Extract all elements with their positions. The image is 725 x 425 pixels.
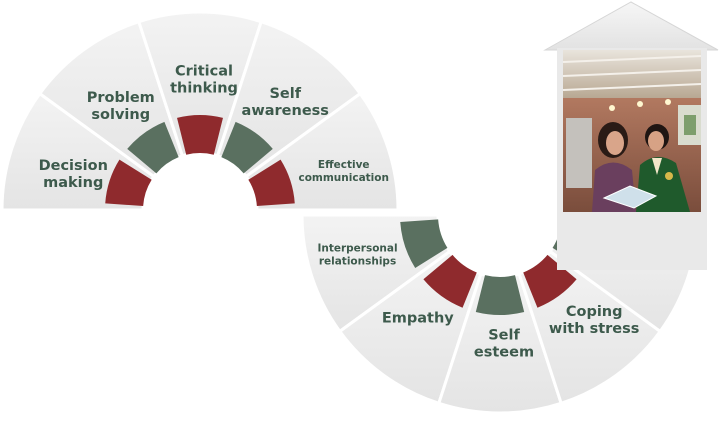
label-line: esteem <box>474 345 534 361</box>
label-line: communication <box>298 172 389 184</box>
label-line: Coping <box>566 304 623 320</box>
segment-accent-red <box>523 254 577 308</box>
label-line: Critical <box>175 64 233 80</box>
label-line: thinking <box>170 81 238 97</box>
label-line: Self <box>269 86 301 102</box>
label-line: Interpersonal <box>317 243 397 255</box>
label-line: relationships <box>319 256 396 268</box>
segment-panel <box>436 272 564 415</box>
label-empathy: Empathy <box>382 311 454 327</box>
label-line: Effective <box>318 159 370 171</box>
segment-accent-green <box>475 275 525 316</box>
label-line: Self <box>488 328 520 344</box>
lower-segment-empathy: Empathy <box>337 249 483 406</box>
segment-accent-red <box>105 159 152 207</box>
label-line: Problem <box>87 90 155 106</box>
segment-accent-green <box>400 219 448 268</box>
label-line: Empathy <box>382 311 454 327</box>
segment-accent-red <box>248 159 295 207</box>
segment-accent-red <box>177 115 223 155</box>
label-line: with stress <box>549 321 639 337</box>
roof-shape <box>543 1 719 51</box>
segment-accent-red <box>423 254 477 308</box>
photo-frame <box>543 1 719 270</box>
label-line: making <box>43 175 103 191</box>
segment-panel <box>136 10 264 158</box>
label-line: awareness <box>242 103 329 119</box>
label-line: solving <box>91 107 150 123</box>
teacher-student-photo <box>563 50 701 212</box>
segment-accent-green <box>127 121 179 174</box>
segment-accent-green <box>221 121 273 174</box>
label-line: Decision <box>39 158 108 174</box>
